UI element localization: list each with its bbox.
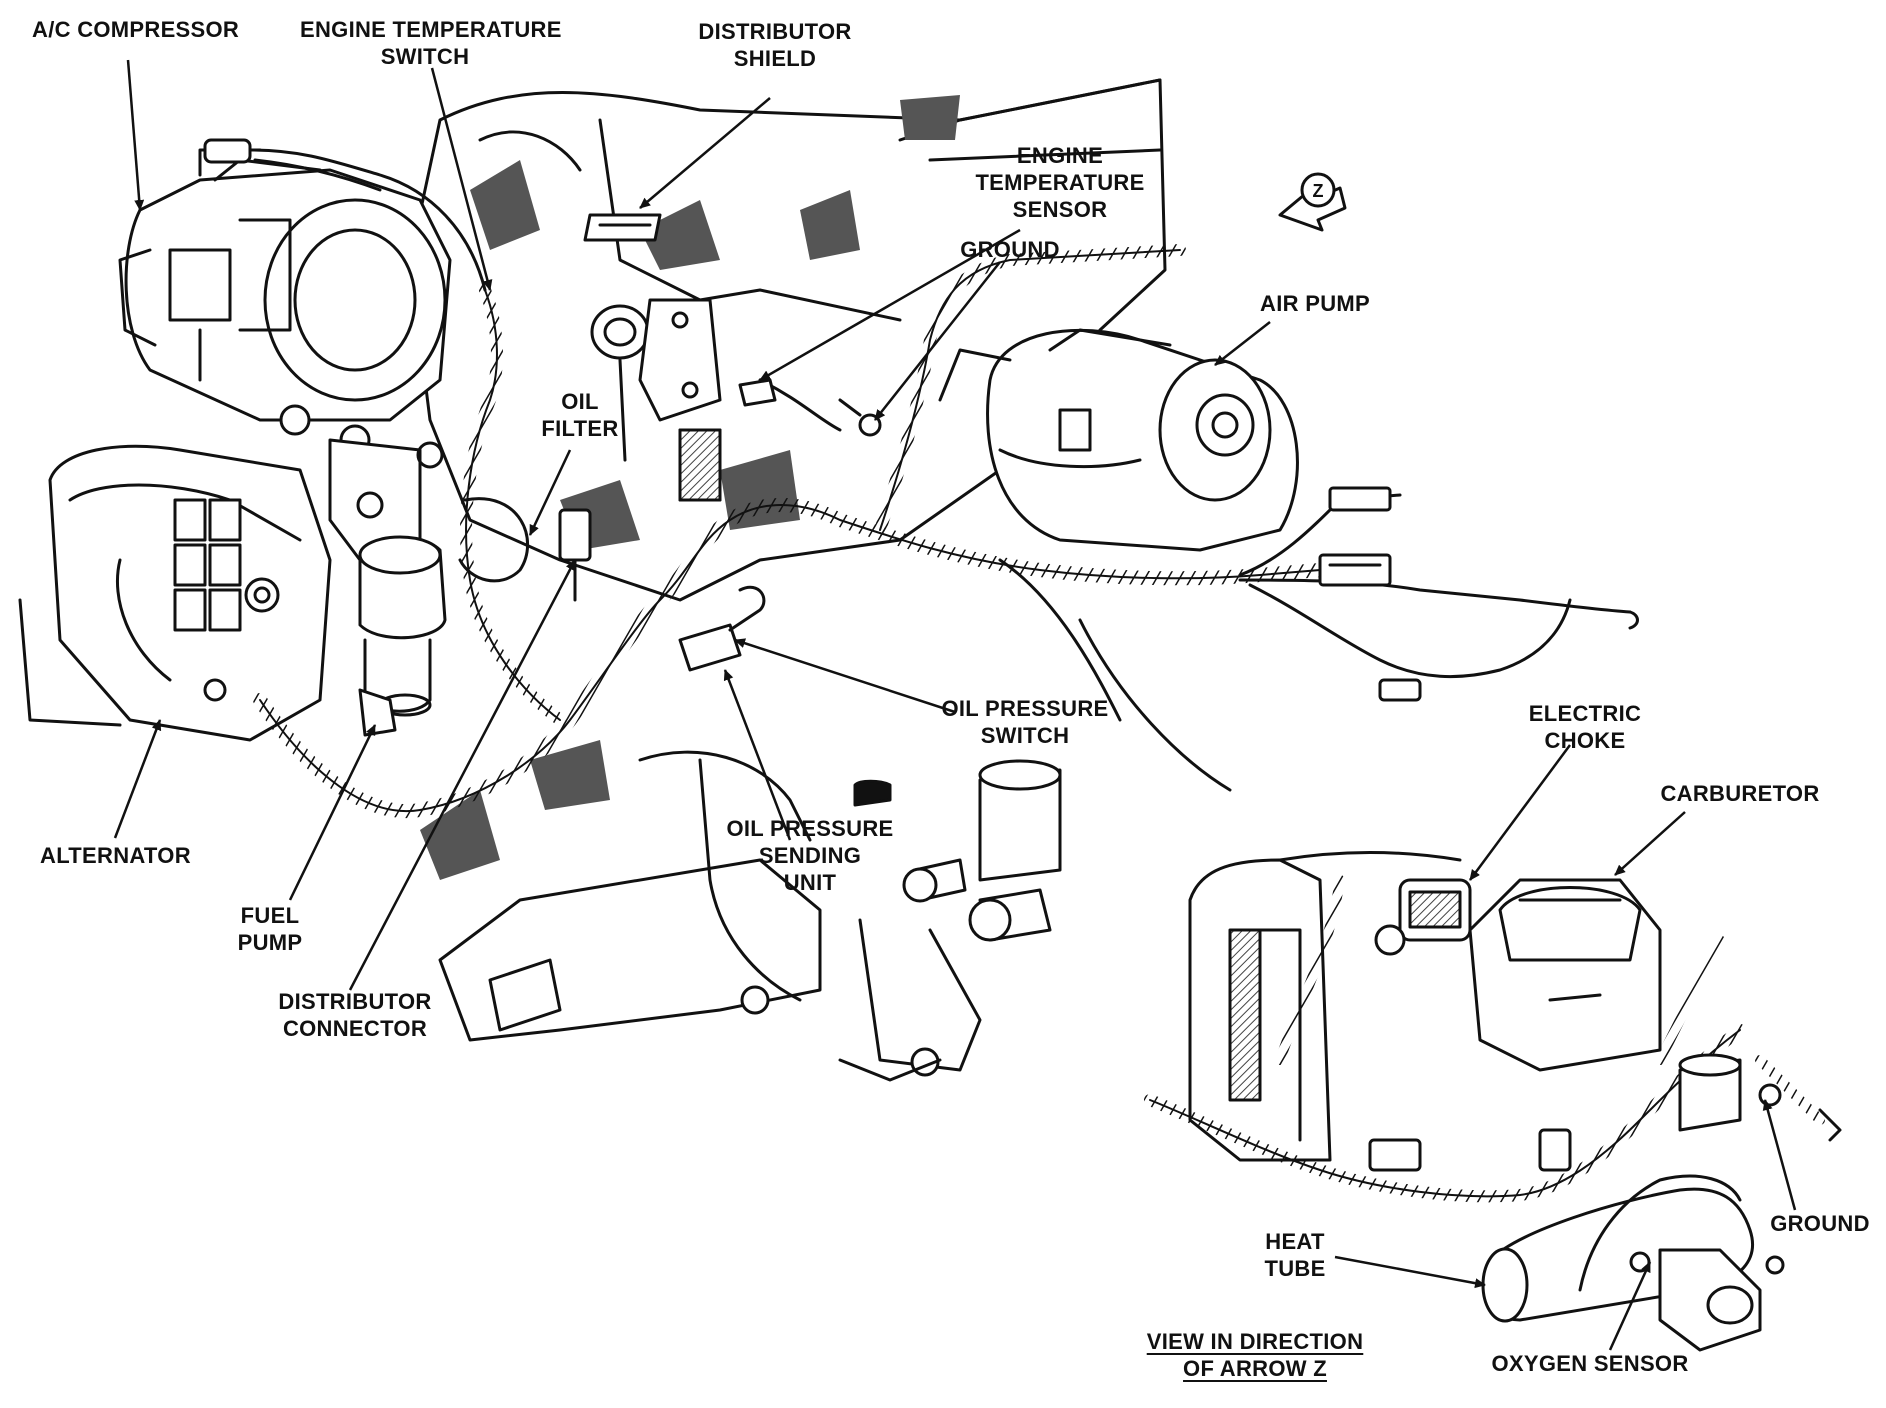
- label-oil-pressure-sending-unit: OIL PRESSURE SENDING UNIT: [726, 816, 894, 895]
- ac-compressor-part: [118, 148, 452, 456]
- label-distributor-shield: DISTRIBUTOR SHIELD: [698, 19, 852, 71]
- label-fuel-pump: FUEL PUMP: [237, 903, 303, 955]
- leader-engine-temp-sensor: [759, 228, 1021, 382]
- leader-alternator: [113, 719, 162, 839]
- leader-air-pump: [1214, 321, 1271, 366]
- leader-ground-main: [874, 261, 1001, 421]
- label-oil-pressure-switch: OIL PRESSURE SWITCH: [941, 696, 1109, 748]
- thermostat-housing: [590, 298, 722, 462]
- inset-view: [1144, 851, 1842, 1352]
- label-ac-compressor: A/C COMPRESSOR: [32, 17, 240, 42]
- leader-oil-pressure-sending-unit: [723, 669, 792, 841]
- fuel-pump-part: [358, 688, 397, 737]
- leader-ground-inset: [1762, 1099, 1797, 1211]
- label-carburetor: CARBURETOR: [1660, 781, 1820, 806]
- leader-oil-pressure-switch: [734, 638, 956, 714]
- label-electric-choke: ELECTRIC CHOKE: [1528, 701, 1642, 753]
- distributor-shield-part: [583, 213, 662, 242]
- leader-electric-choke: [1468, 744, 1572, 881]
- air-pump-part: [938, 328, 1299, 552]
- label-engine-temperature-sensor: ENGINE TEMPERATURE SENSOR: [975, 143, 1145, 222]
- oil-pressure-sending-unit-part: [678, 428, 722, 502]
- label-ground-inset: GROUND: [1770, 1211, 1870, 1236]
- leader-engine-temp-switch: [430, 67, 493, 291]
- label-engine-temperature-switch: ENGINE TEMPERATURE SWITCH: [300, 17, 562, 69]
- label-air-pump: AIR PUMP: [1260, 291, 1370, 316]
- label-oxygen-sensor: OXYGEN SENSOR: [1491, 1351, 1689, 1376]
- alternator-part: [18, 444, 332, 742]
- label-view-in-direction-of-arrow-z: VIEW IN DIRECTION OF ARROW Z: [1146, 1329, 1364, 1381]
- leader-heat-tube: [1334, 1255, 1486, 1289]
- leader-oxygen-sensor: [1608, 1261, 1652, 1351]
- harness-connectors-right: [1238, 486, 1639, 702]
- engine-temp-switch-part: [203, 138, 487, 292]
- label-heat-tube: HEAT TUBE: [1264, 1229, 1326, 1281]
- arrow-z-letter: Z: [1313, 181, 1324, 201]
- front-crossmember: [438, 750, 1062, 1082]
- label-oil-filter: OIL FILTER: [541, 389, 619, 441]
- arrow-z-symbol: [1278, 172, 1347, 232]
- underbody-lines: [998, 558, 1232, 792]
- leader-distributor-shield: [639, 97, 771, 209]
- leader-distributor-connector: [348, 559, 577, 991]
- oil-filter-part: [358, 497, 530, 717]
- leader-carburetor: [1614, 811, 1686, 876]
- label-distributor-connector: DISTRIBUTOR CONNECTOR: [278, 989, 432, 1041]
- leader-lines: [113, 59, 1797, 1351]
- label-alternator: ALTERNATOR: [40, 843, 191, 868]
- wiring-harness: [253, 244, 1327, 819]
- leader-fuel-pump: [288, 724, 377, 901]
- leader-ac-compressor: [126, 59, 145, 211]
- label-ground-main: GROUND: [960, 237, 1060, 262]
- leader-oil-filter: [528, 449, 572, 536]
